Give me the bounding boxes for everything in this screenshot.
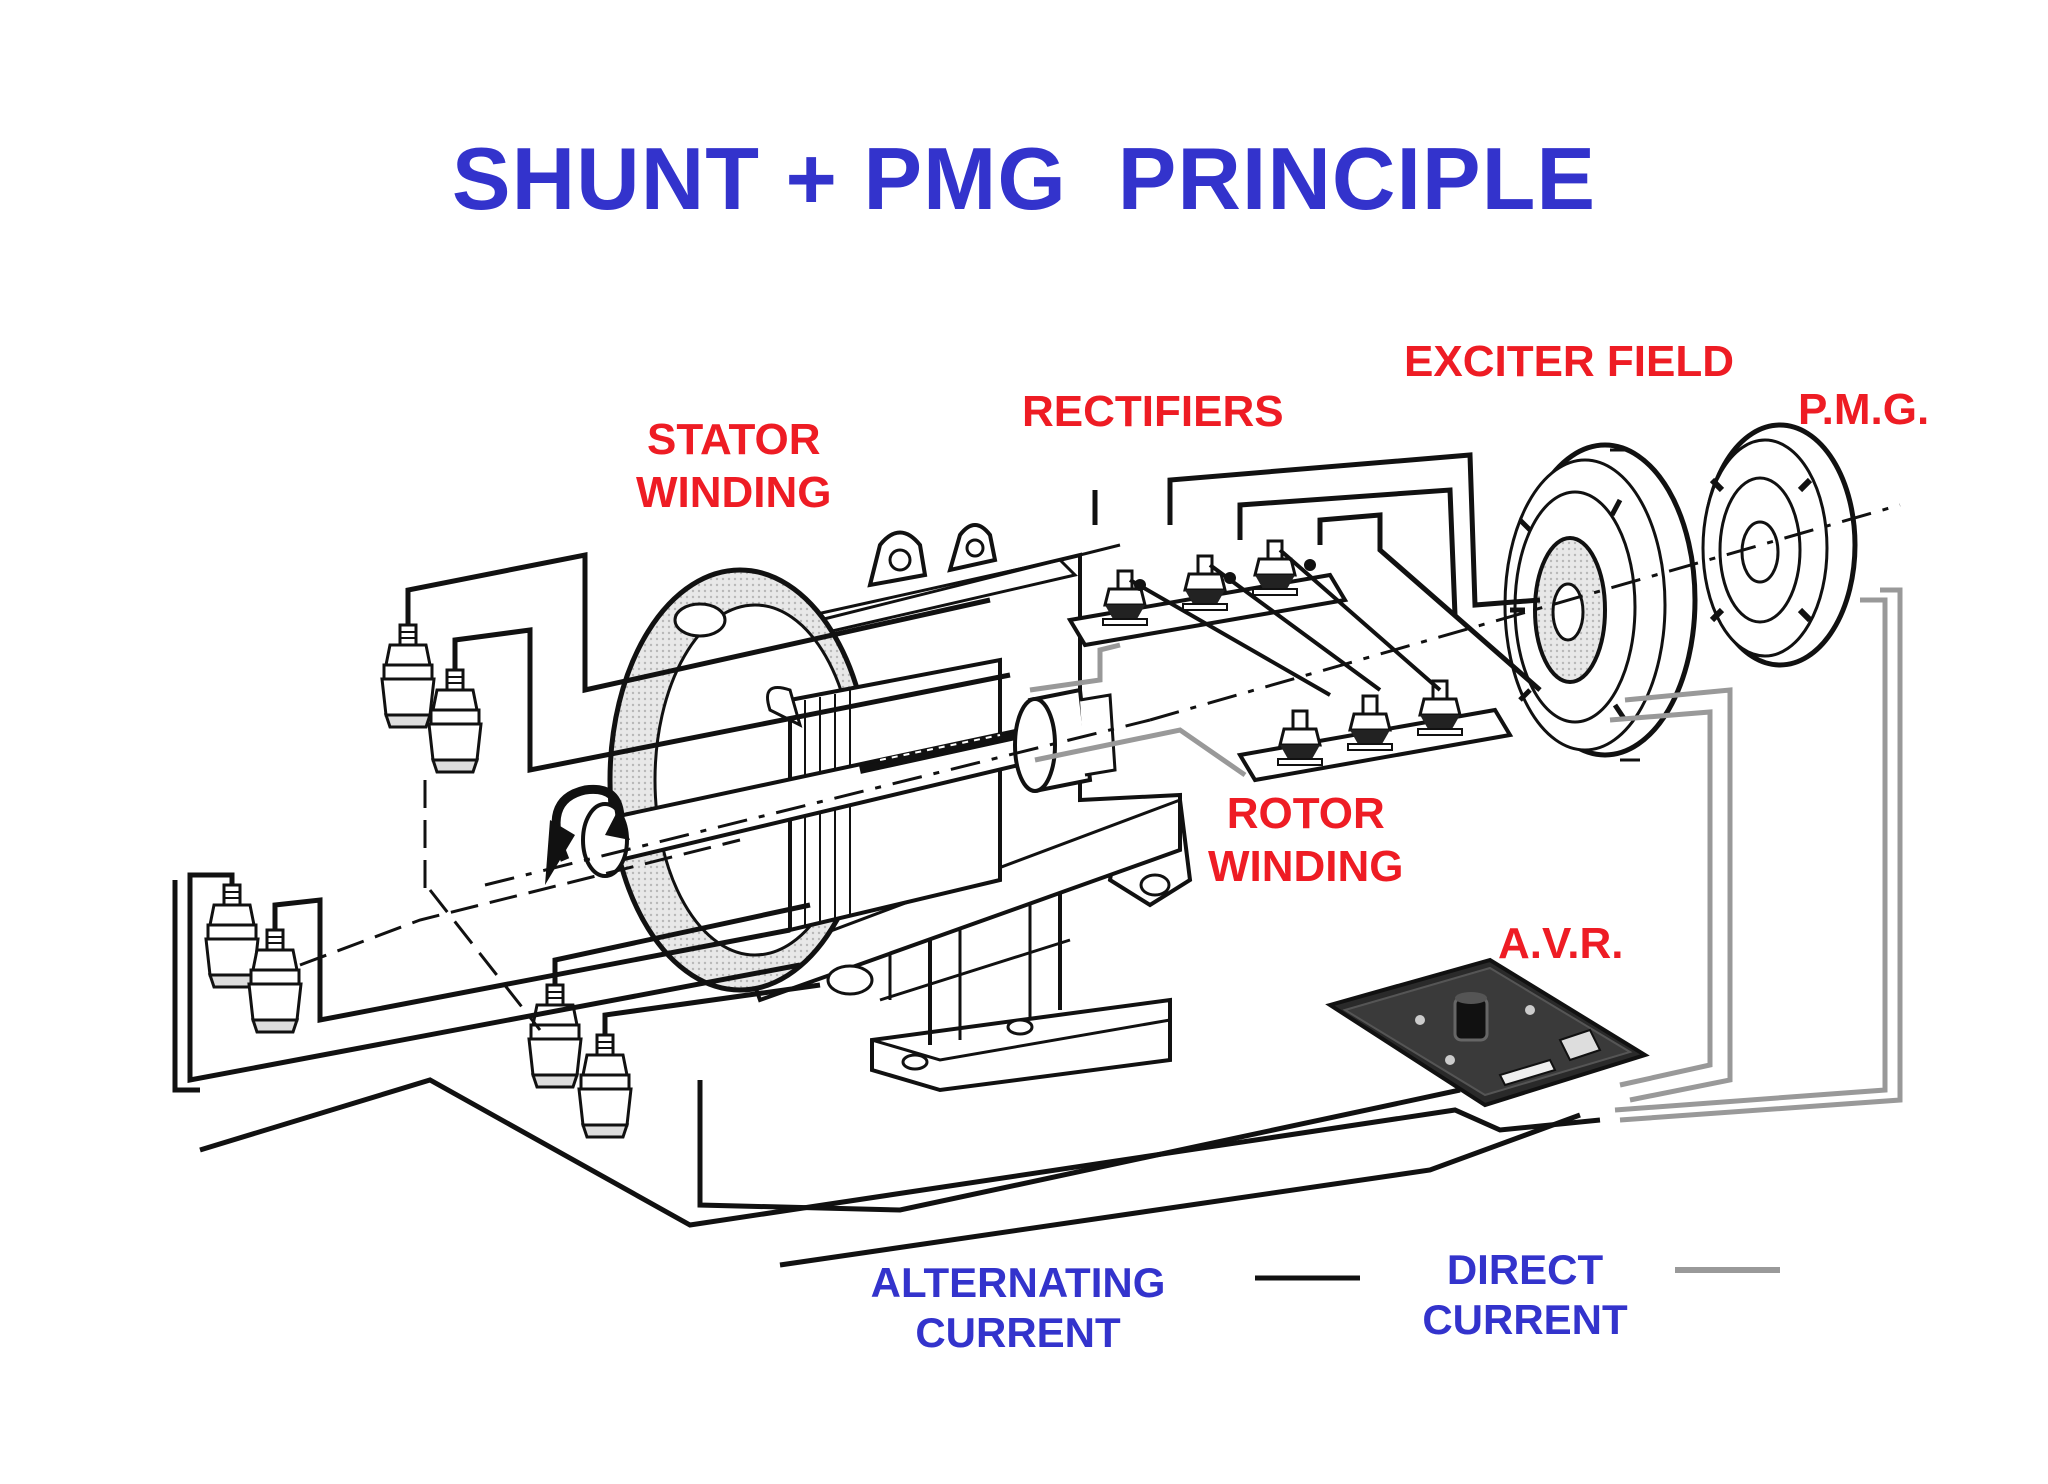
label-exciter-field: EXCITER FIELD	[1404, 337, 1735, 386]
label-pmg: P.M.G.	[1798, 385, 1930, 434]
terminal-insulators	[204, 623, 741, 1139]
label-stator-winding: STATOR WINDING	[636, 415, 832, 517]
legend-dc-label: DIRECT CURRENT	[1422, 1246, 1628, 1344]
generator-frame	[484, 523, 1193, 1093]
dc-wiring	[1029, 587, 1903, 1123]
label-rotor-winding: ROTOR WINDING	[1208, 789, 1404, 891]
ac-wiring	[172, 452, 1601, 1268]
pmg	[1149, 422, 1901, 722]
label-rectifiers: RECTIFIERS	[1022, 387, 1284, 436]
diagram-title: SHUNT + PMG PRINCIPLE	[451, 129, 1597, 228]
label-avr: A.V.R.	[1498, 919, 1624, 968]
legend-ac-label: ALTERNATING CURRENT	[870, 1259, 1166, 1357]
exciter	[1503, 442, 1698, 762]
avr-board	[1325, 957, 1650, 1108]
rectifiers	[1066, 539, 1514, 783]
